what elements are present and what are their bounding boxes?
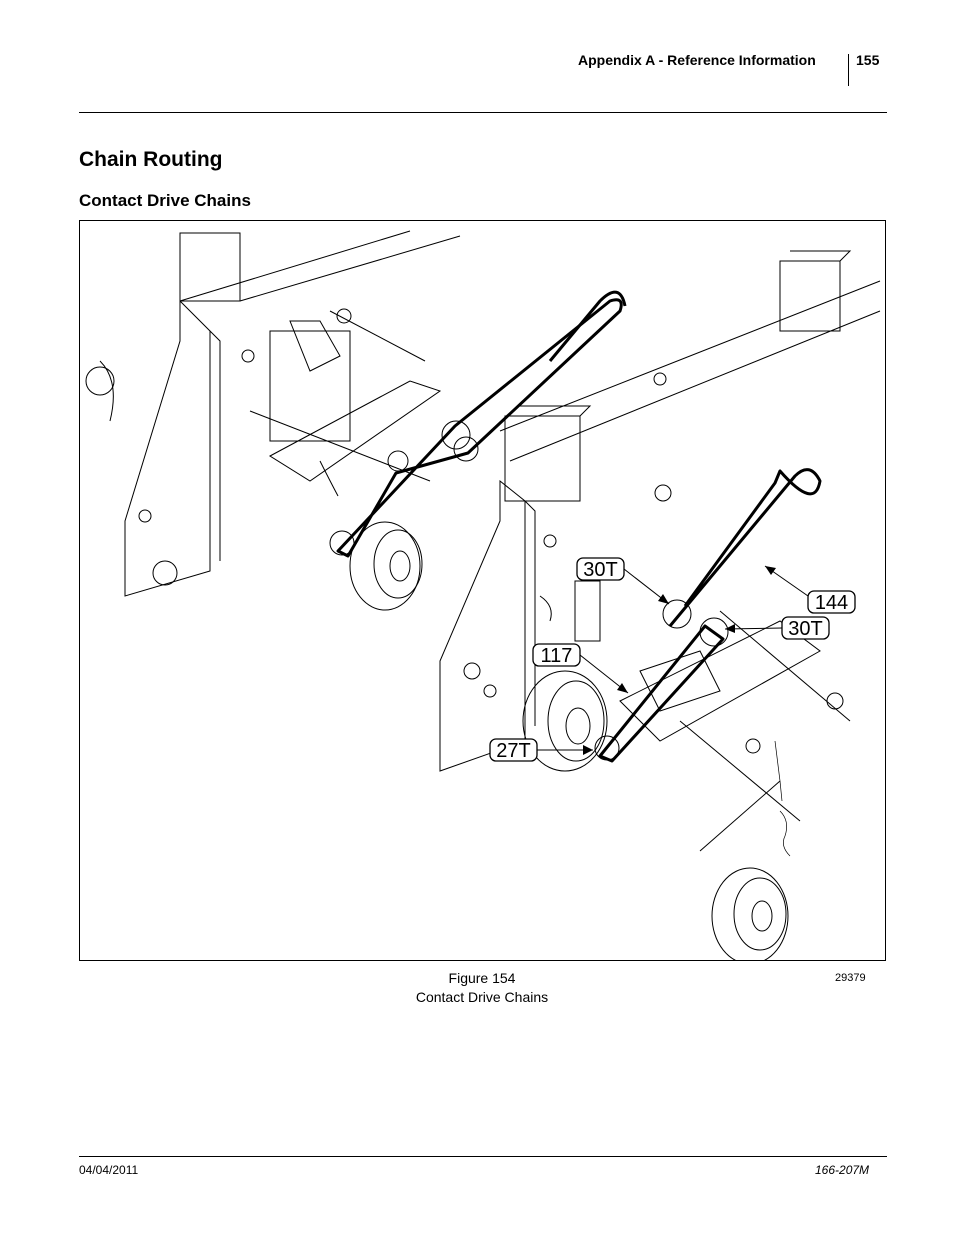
rear-chain-slack xyxy=(548,290,627,362)
callout-30t-upper-label: 30T xyxy=(583,559,617,581)
callout-117: 117 xyxy=(532,643,629,694)
chapter-heading: Chain Routing xyxy=(79,148,223,171)
bottom-rule xyxy=(79,1156,887,1157)
rear-gauge-wheel xyxy=(349,521,423,611)
toolbar-frame xyxy=(499,250,881,548)
drawing-id: 29379 xyxy=(835,972,866,984)
front-chain-lower xyxy=(598,624,725,763)
callout-27t: 27T xyxy=(489,738,593,762)
header-divider xyxy=(848,54,849,86)
front-gauge-wheel xyxy=(522,670,608,772)
front-row-unit xyxy=(439,468,851,960)
footer-date: 04/04/2011 xyxy=(79,1163,139,1177)
page-number: 155 xyxy=(856,52,880,68)
figure-frame: 30T 144 30T 117 27T xyxy=(79,220,886,961)
figure-title: Contact Drive Chains xyxy=(415,989,549,1005)
callout-30t-upper: 30T xyxy=(576,557,670,605)
callout-144: 144 xyxy=(764,565,856,614)
section-heading: Contact Drive Chains xyxy=(79,191,251,210)
callout-144-label: 144 xyxy=(815,592,848,614)
callout-27t-label: 27T xyxy=(496,740,530,762)
header-section-title: Appendix A - Reference Information xyxy=(578,52,816,68)
closing-wheel xyxy=(711,867,789,960)
callout-117-label: 117 xyxy=(541,645,573,667)
rear-chain-loop xyxy=(336,298,623,558)
figure-number: Figure 154 xyxy=(448,970,516,986)
chain-routing-illustration: 30T 144 30T 117 27T xyxy=(85,230,881,960)
callout-30t-mid-label: 30T xyxy=(788,618,822,640)
callout-30t-mid: 30T xyxy=(724,616,830,640)
rear-row-unit xyxy=(85,230,627,611)
footer-document-number: 166-207M xyxy=(815,1163,870,1177)
top-rule xyxy=(79,112,887,113)
front-chain-upper xyxy=(668,468,822,627)
